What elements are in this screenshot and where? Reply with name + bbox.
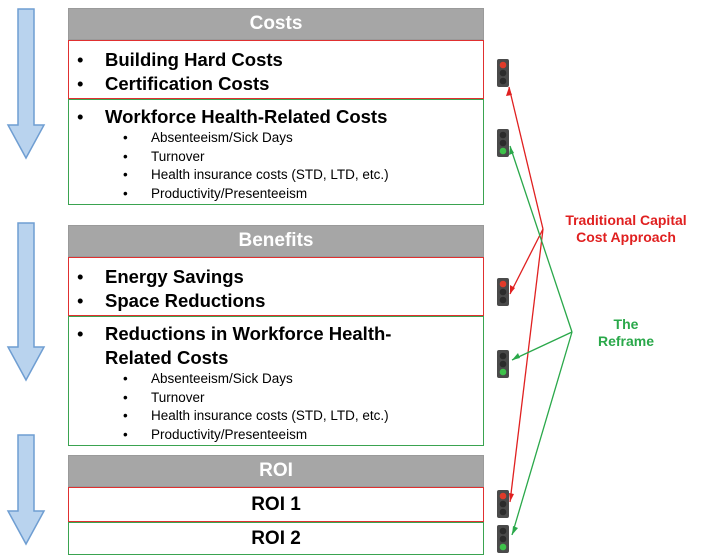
costs-hard-box: Building Hard Costs Certification Costs — [68, 40, 484, 99]
benefits-item-productivity: Productivity/Presenteeism — [69, 426, 483, 445]
traffic-light-red-icon — [497, 490, 509, 518]
traffic-light-red-icon — [497, 59, 509, 87]
costs-health-box: Workforce Health-Related Costs Absenteei… — [68, 99, 484, 205]
down-arrow-costs — [6, 8, 46, 160]
workforce-health-costs-title: Workforce Health-Related Costs — [69, 105, 483, 129]
benefits-item-health-insurance: Health insurance costs (STD, LTD, etc.) — [69, 407, 483, 426]
space-reductions: Space Reductions — [69, 289, 483, 313]
down-arrow-benefits — [6, 222, 46, 382]
energy-savings: Energy Savings — [69, 265, 483, 289]
building-hard-costs: Building Hard Costs — [69, 48, 483, 72]
costs-header: Costs — [68, 8, 484, 40]
traffic-light-green-icon — [497, 129, 509, 157]
costs-item-productivity: Productivity/Presenteeism — [69, 185, 483, 204]
benefits-header: Benefits — [68, 225, 484, 257]
roi-header: ROI — [68, 455, 484, 487]
costs-item-absenteeism: Absenteeism/Sick Days — [69, 129, 483, 148]
reductions-title-line1: Reductions in Workforce Health- — [105, 323, 392, 344]
benefits-health-box: Reductions in Workforce Health- Related … — [68, 316, 484, 446]
costs-item-turnover: Turnover — [69, 148, 483, 167]
costs-item-health-insurance: Health insurance costs (STD, LTD, etc.) — [69, 166, 483, 185]
benefits-hard-box: Energy Savings Space Reductions — [68, 257, 484, 316]
roi-2-box: ROI 2 — [68, 522, 484, 555]
traditional-approach-label: Traditional Capital Cost Approach — [556, 212, 696, 246]
traffic-light-green-icon — [497, 350, 509, 378]
traffic-light-green-icon — [497, 525, 509, 553]
benefits-item-absenteeism: Absenteeism/Sick Days — [69, 370, 483, 389]
reframe-line2: Reframe — [597, 333, 655, 349]
traditional-line1: Traditional Capital — [565, 212, 687, 228]
down-arrow-roi — [6, 434, 46, 546]
benefits-item-turnover: Turnover — [69, 389, 483, 408]
traditional-line2: Cost Approach — [576, 229, 676, 245]
certification-costs: Certification Costs — [69, 72, 483, 96]
roi-1-box: ROI 1 — [68, 487, 484, 522]
reductions-health-costs-title: Reductions in Workforce Health- Related … — [69, 322, 483, 370]
reductions-title-line2: Related Costs — [105, 347, 229, 368]
reframe-line1: The — [613, 316, 639, 332]
reframe-label: The Reframe — [586, 316, 666, 350]
traffic-light-red-icon — [497, 278, 509, 306]
